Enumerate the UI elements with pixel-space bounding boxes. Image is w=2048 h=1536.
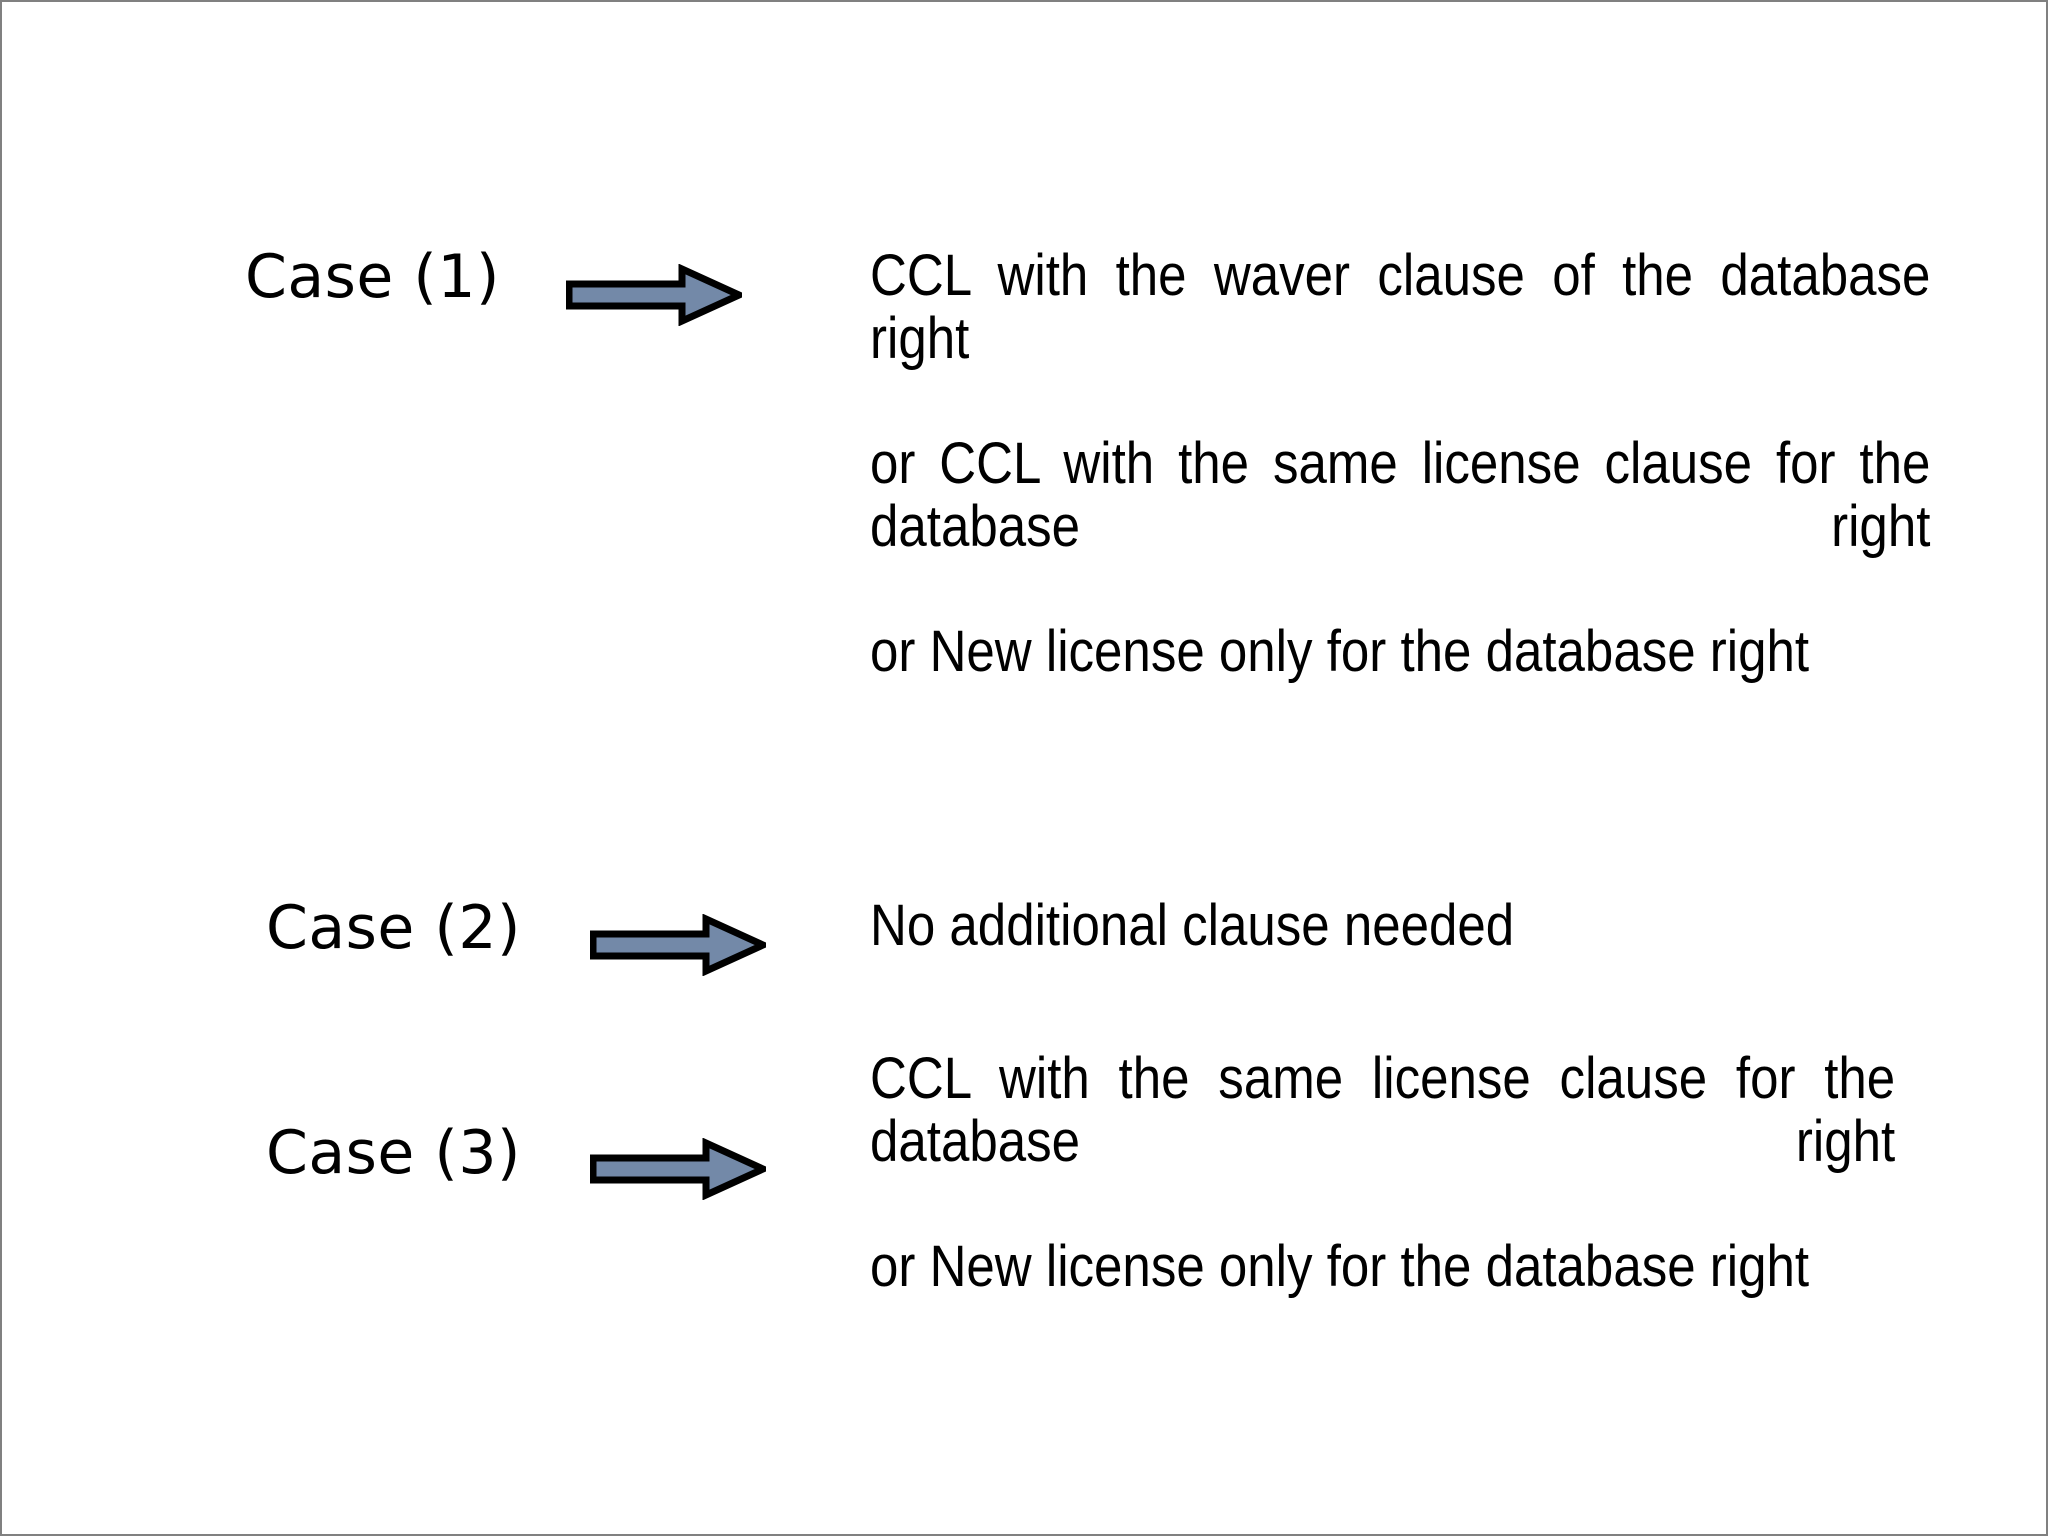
case-3-paragraph-1: CCL with the same license clause for the… (870, 1046, 1896, 1174)
case-1-paragraph-1: CCL with the waver clause of the databas… (870, 243, 1931, 371)
case-3-paragraph-2: or New license only for the database rig… (870, 1233, 1810, 1299)
arrow-right-icon-shape (590, 1138, 766, 1200)
case-2-description: No additional clause needed (870, 893, 1930, 958)
case-3-description: CCL with the same license clause for the… (870, 1046, 1896, 1299)
case-1-paragraph-3: or New license only for the database rig… (870, 618, 1810, 684)
case-2-paragraph-1: No additional clause needed (870, 893, 1515, 958)
case-1-description: CCL with the waver clause of the databas… (870, 243, 1931, 684)
arrow-right-icon-shape (566, 264, 742, 326)
case-label-3: Case (3) (266, 1118, 521, 1188)
arrow-right-icon-3 (590, 1138, 766, 1200)
arrow-right-icon-1 (566, 264, 742, 326)
case-label-1: Case (1) (245, 242, 500, 312)
case-1-paragraph-2: or CCL with the same license clause for … (870, 430, 1931, 559)
arrow-right-icon-shape (590, 914, 766, 976)
arrow-right-icon-2 (590, 914, 766, 976)
case-label-2: Case (2) (266, 893, 521, 963)
